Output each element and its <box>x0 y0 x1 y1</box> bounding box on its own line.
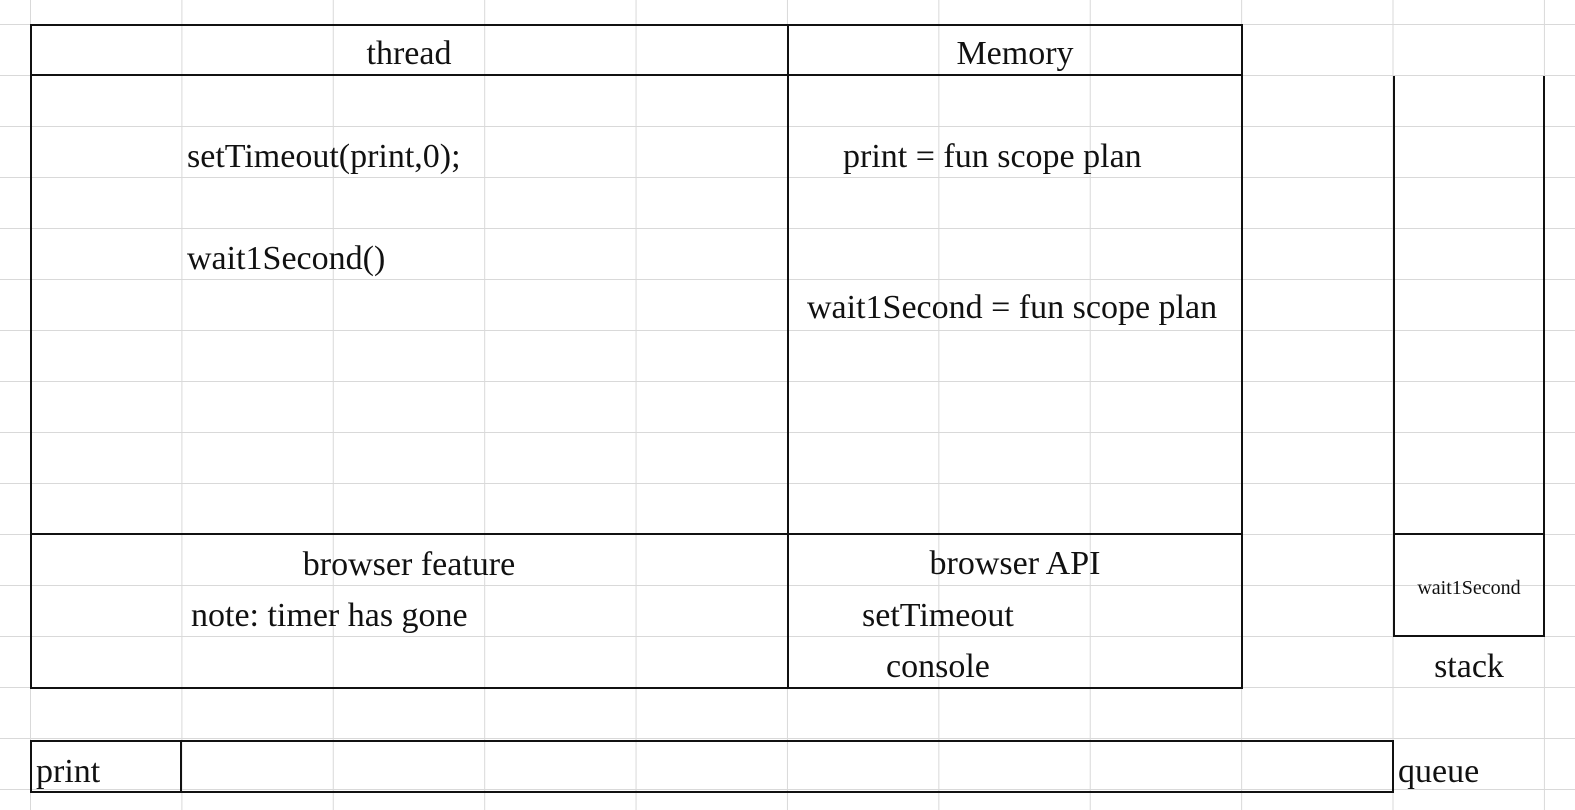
thread-line: wait1Second() <box>187 240 386 277</box>
memory-entry: wait1Second = fun scope plan <box>807 289 1218 326</box>
browser-api-item: setTimeout <box>862 597 1014 634</box>
browser-api-header: browser API <box>929 545 1101 582</box>
main-frame <box>30 24 1243 689</box>
browser-section-divider <box>30 533 1243 535</box>
browser-api-item: console <box>886 648 990 685</box>
queue-label: queue <box>1398 753 1480 790</box>
stack-left-wall <box>1393 76 1395 637</box>
memory-header: Memory <box>956 35 1074 72</box>
stack-label: stack <box>1434 648 1504 685</box>
queue-item: print <box>36 753 101 790</box>
stack-frame <box>1393 533 1545 637</box>
stack-frame-label: wait1Second <box>1417 577 1521 599</box>
browser-feature-header: browser feature <box>302 546 516 583</box>
header-divider <box>30 74 1243 76</box>
column-divider <box>787 24 789 689</box>
browser-feature-note: note: timer has gone <box>191 597 468 634</box>
thread-line: setTimeout(print,0); <box>187 138 461 175</box>
queue-box <box>30 740 1394 793</box>
thread-header: thread <box>366 35 452 72</box>
stack-right-wall <box>1543 76 1545 637</box>
queue-cell-divider <box>180 740 182 793</box>
memory-entry: print = fun scope plan <box>843 138 1142 175</box>
